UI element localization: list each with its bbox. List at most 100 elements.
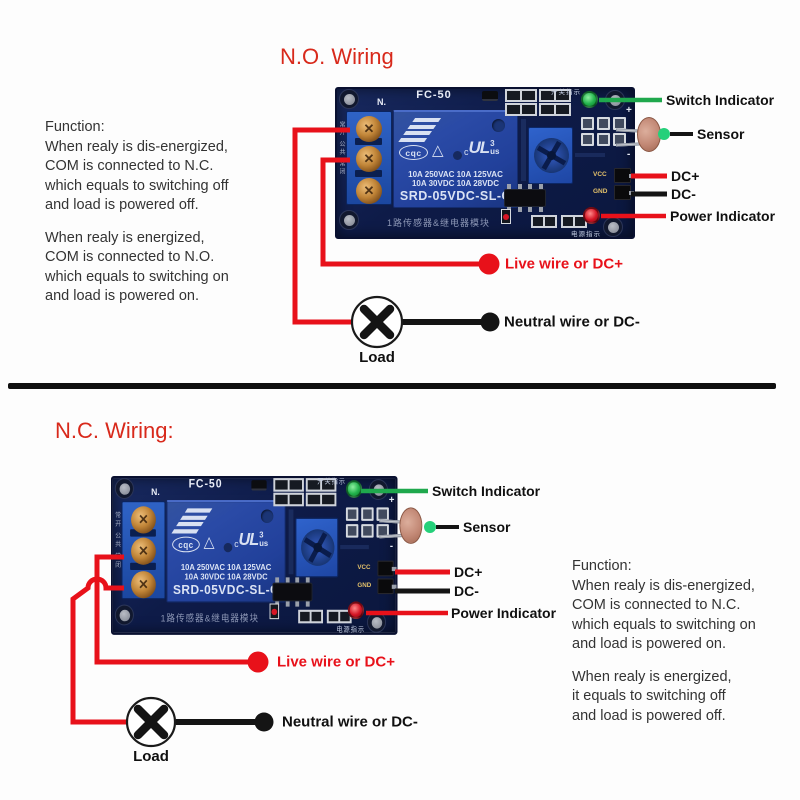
small-red-component	[269, 603, 280, 620]
smd-component	[539, 103, 571, 116]
terminal-screw-no	[131, 506, 156, 534]
relay: cqc △ c UL 3 us 10A 250VAC 10A 125VAC 10…	[393, 110, 518, 208]
solder-pad	[597, 133, 610, 146]
relay-part-number: SRD-05VDC-SL-C	[399, 189, 512, 203]
terminal-block	[121, 501, 166, 600]
plus-silkscreen: +	[626, 105, 632, 116]
solder-pad	[345, 507, 359, 521]
ic-body	[504, 189, 546, 207]
ic-body	[272, 582, 313, 602]
pcb-trace	[521, 119, 526, 181]
smd-component	[505, 89, 537, 102]
relay: cqc △ c UL 3 us 10A 250VAC 10A 125VAC 10…	[166, 500, 286, 603]
terminal-screw-no	[356, 116, 382, 142]
function-text-line: When realy is energized,	[572, 668, 732, 685]
relay-dimple	[492, 119, 505, 132]
smd-component	[561, 215, 587, 228]
ic-chip	[504, 184, 546, 212]
no-function-text: Function: When realy is dis-energized, COM…	[45, 118, 229, 307]
smd-component	[539, 89, 571, 102]
mounting-hole	[339, 89, 359, 109]
mounting-hole	[114, 478, 134, 499]
relay-ratings-line1: 10A 250VAC 10A 125VAC	[408, 170, 503, 179]
function-text-line: Function:	[45, 119, 105, 135]
smd-component	[305, 492, 337, 507]
solder-pad	[345, 524, 359, 538]
nc-power-indicator-label: Power Indicator	[451, 605, 557, 621]
relay-module-nc: FC-50 N. cqc △ c UL 3 us	[111, 476, 423, 635]
function-text-line: and load is powered on.	[45, 288, 199, 304]
smd-component	[505, 103, 537, 116]
function-text-line: When realy is dis-energized,	[572, 577, 755, 594]
nc-load-x-icon	[133, 704, 169, 740]
function-text-line: which equals to switching on	[45, 268, 229, 285]
ul-mark: c UL 3 us	[234, 529, 268, 550]
no-wiring-title: N.O. Wiring	[280, 44, 394, 69]
relay-dimple	[223, 542, 233, 553]
nc-function-text: Function:When realy is dis-energized,COM…	[572, 557, 756, 726]
function-text-line: it equals to switching off	[572, 688, 726, 704]
solder-pad	[581, 117, 594, 130]
gnd-label: GND	[357, 581, 372, 589]
no-dc-plus-label: DC+	[671, 168, 700, 184]
relay-module-no: FC-50 N. cqc △ c UL 3 us	[335, 87, 661, 239]
no-power-indicator-label: Power Indicator	[670, 208, 776, 224]
power-led-silkscreen: 电源指示	[336, 626, 366, 634]
photoresistor-sensor	[399, 507, 423, 544]
relay-ratings-line2: 10A 30VDC 10A 28VDC	[411, 179, 499, 188]
nc-wiring-title: N.C. Wiring:	[55, 418, 174, 443]
gnd-label: GND	[593, 188, 608, 195]
function-text-line	[45, 216, 229, 229]
cqc-mark: cqc	[399, 145, 428, 160]
nc-dc-minus-label: DC-	[454, 583, 479, 599]
minus-silkscreen: -	[627, 149, 631, 160]
function-text-line: COM is connected to N.O.	[45, 249, 215, 265]
relay-module-board: FC-50 N. cqc △ c UL 3 us	[335, 87, 661, 239]
smd-component	[273, 478, 304, 492]
transistor	[251, 480, 267, 491]
power-indicator-led	[583, 207, 600, 224]
triangle-cert-mark: △	[432, 142, 444, 159]
nc-sensor-dot	[424, 521, 436, 533]
function-text-line: and load is powered off.	[45, 197, 199, 213]
potentiometer	[294, 517, 341, 578]
function-text-line	[572, 655, 756, 668]
power-led-silkscreen: 电源指示	[571, 231, 601, 238]
power-indicator-led	[347, 601, 365, 620]
pcb-trace	[340, 544, 369, 550]
switch-led-silkscreen: 开关指示	[551, 89, 581, 96]
function-text-line: Function:	[572, 558, 632, 574]
ic-chip	[272, 577, 313, 607]
function-text-line: which equals to switching on	[572, 616, 756, 633]
relay-ratings-line1: 10A 250VAC 10A 125VAC	[180, 562, 272, 573]
smd-component	[305, 478, 337, 492]
silkscreen-bottom-text: 1路传感器&继电器模块	[387, 218, 491, 228]
silkscreen-bottom-text: 1路传感器&继电器模块	[160, 612, 260, 624]
minus-silkscreen: -	[389, 540, 394, 553]
nc-neutral-wire-label: Neutral wire or DC-	[282, 713, 418, 731]
no-sensor-label: Sensor	[697, 126, 745, 142]
ul-mark: c UL 3 us	[464, 138, 500, 158]
pcb-trace	[288, 509, 294, 575]
function-text-line: which equals to switching off	[45, 177, 229, 194]
ul-logo: UL	[468, 138, 491, 157]
function-text-line: When realy is energized,	[45, 229, 205, 246]
vcc-label: VCC	[593, 171, 607, 178]
gnd-pin	[377, 578, 397, 595]
mounting-hole	[339, 210, 359, 230]
function-text-line: When realy is dis-energized,	[45, 138, 228, 155]
pcb-trace	[575, 153, 605, 157]
nc-load-wire	[70, 576, 140, 725]
nc-neutral-terminal-dot	[254, 712, 274, 732]
terminal-screw-nc	[131, 571, 156, 599]
switch-indicator-led	[581, 91, 598, 108]
smd-component	[273, 492, 304, 507]
ul-logo: UL	[238, 529, 259, 550]
plus-silkscreen: +	[388, 494, 395, 507]
nc-sensor-label: Sensor	[463, 519, 511, 535]
triangle-cert-mark: △	[203, 533, 215, 552]
nc-load-label: Load	[133, 748, 169, 765]
nc-live-terminal-dot	[247, 651, 269, 673]
solder-pad	[597, 117, 610, 130]
